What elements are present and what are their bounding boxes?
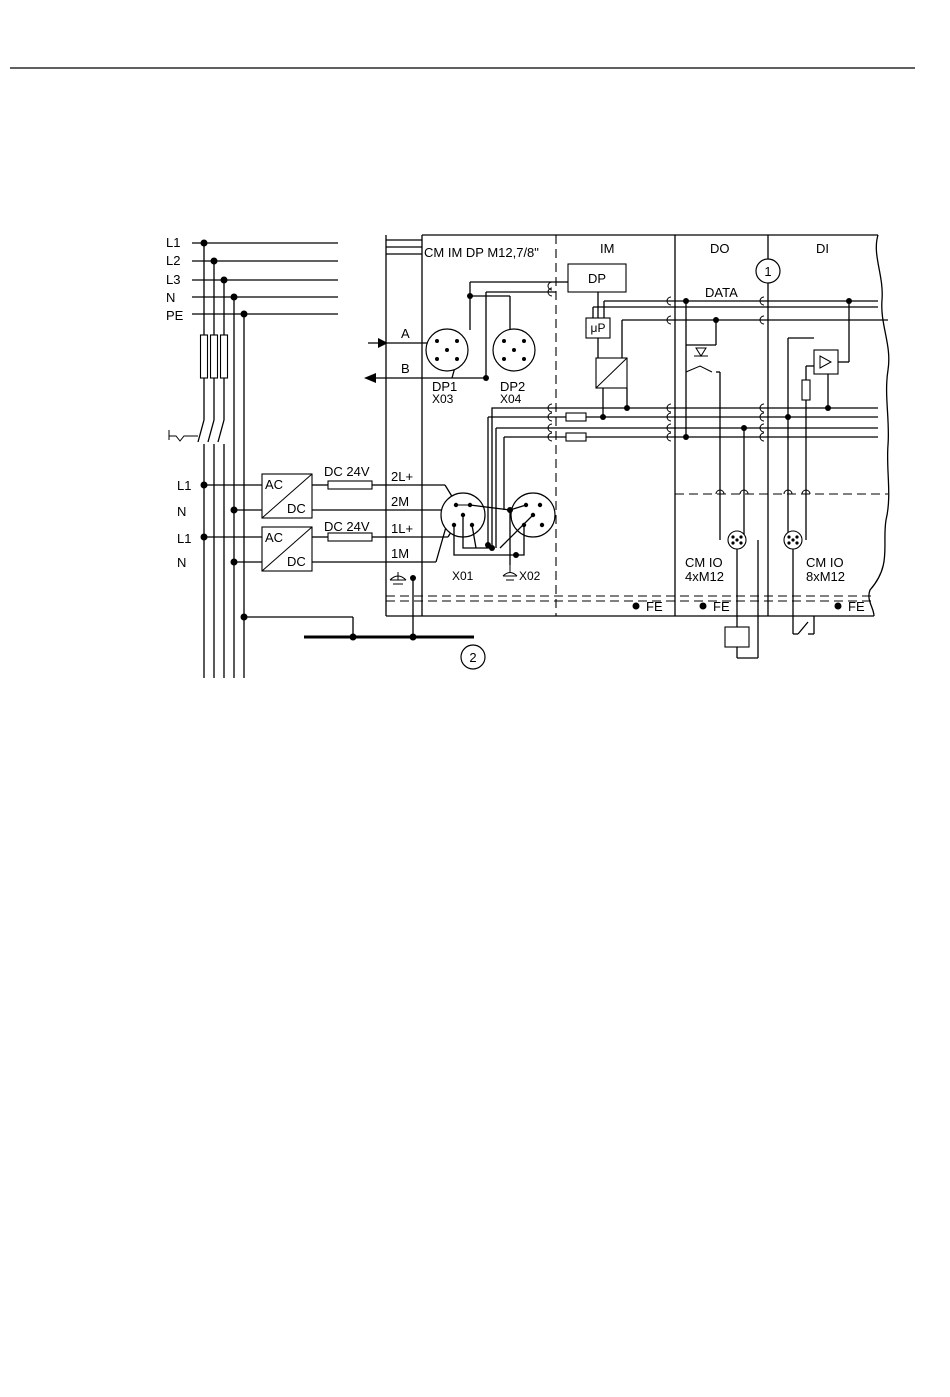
- rail-label-2m: 2M: [391, 494, 409, 509]
- psu2-input-n: N: [177, 555, 186, 570]
- data-bus-label: DATA: [705, 285, 738, 300]
- callout-2-label: 2: [469, 650, 476, 665]
- fuse-block: [201, 335, 228, 378]
- mains-label-pe: PE: [166, 308, 184, 323]
- module-boundary-jumpers: [716, 490, 810, 494]
- callout-1-label: 1: [764, 264, 771, 279]
- cm-io-di-type: 8xM12: [806, 569, 845, 584]
- connector-dp1: DP1 X03: [426, 329, 468, 406]
- bus-label-b: B: [401, 361, 410, 376]
- mains-label-l3: L3: [166, 272, 180, 287]
- psu1-input-n: N: [177, 504, 186, 519]
- module-label-di: DI: [816, 241, 829, 256]
- di-module: CM IO 8xM12: [784, 301, 849, 634]
- fe-label-do: FE: [713, 599, 730, 614]
- psu1-input-l1: L1: [177, 478, 191, 493]
- module-label-do: DO: [710, 241, 730, 256]
- psu2-dc: DC: [287, 554, 306, 569]
- module-label-im: IM: [600, 241, 614, 256]
- psu1-output-label: DC 24V: [324, 464, 370, 479]
- x01-label: X01: [452, 569, 474, 583]
- fe-label-di: FE: [848, 599, 865, 614]
- rail-label-2lplus: 2L+: [391, 469, 413, 484]
- psu1-ac: AC: [265, 477, 283, 492]
- profibus-lines: A B: [364, 282, 556, 383]
- x02-label: X02: [519, 569, 541, 583]
- power-supply-2: L1 N AC DC DC 24V: [177, 519, 386, 571]
- x03-label: X03: [432, 392, 454, 406]
- mains-label-n: N: [166, 290, 175, 305]
- cm-io-do-name: CM IO: [685, 555, 723, 570]
- psu2-ac: AC: [265, 530, 283, 545]
- power-supply-1: L1 N AC DC DC 24V: [177, 464, 386, 519]
- x04-label: X04: [500, 392, 522, 406]
- psu1-dc: DC: [287, 501, 306, 516]
- psu2-input-l1: L1: [177, 531, 191, 546]
- mains-label-l1: L1: [166, 235, 180, 250]
- rail-label-1m: 1M: [391, 546, 409, 561]
- mains-supply: L1 L2 L3 N PE: [166, 235, 338, 678]
- main-switch: [169, 420, 224, 678]
- rack-ground-icon: [390, 572, 406, 584]
- fe-label-im: FE: [646, 599, 663, 614]
- callout-2: 2: [461, 645, 485, 669]
- callout-1: 1: [756, 259, 780, 283]
- bus-label-a: A: [401, 326, 410, 341]
- module-label-cm: CM IM DP M12,7/8": [424, 245, 539, 260]
- rail-label-1lplus: 1L+: [391, 521, 413, 536]
- psu2-output-label: DC 24V: [324, 519, 370, 534]
- dp-block-label: DP: [588, 271, 606, 286]
- earth-bar: [241, 614, 475, 641]
- up-block-label: μP: [591, 321, 606, 335]
- connector-dp2: DP2 X04: [493, 329, 535, 406]
- cm-io-di-name: CM IO: [806, 555, 844, 570]
- cm-io-do-type: 4xM12: [685, 569, 724, 584]
- connector-x02: X02: [511, 493, 555, 583]
- mains-label-l2: L2: [166, 253, 180, 268]
